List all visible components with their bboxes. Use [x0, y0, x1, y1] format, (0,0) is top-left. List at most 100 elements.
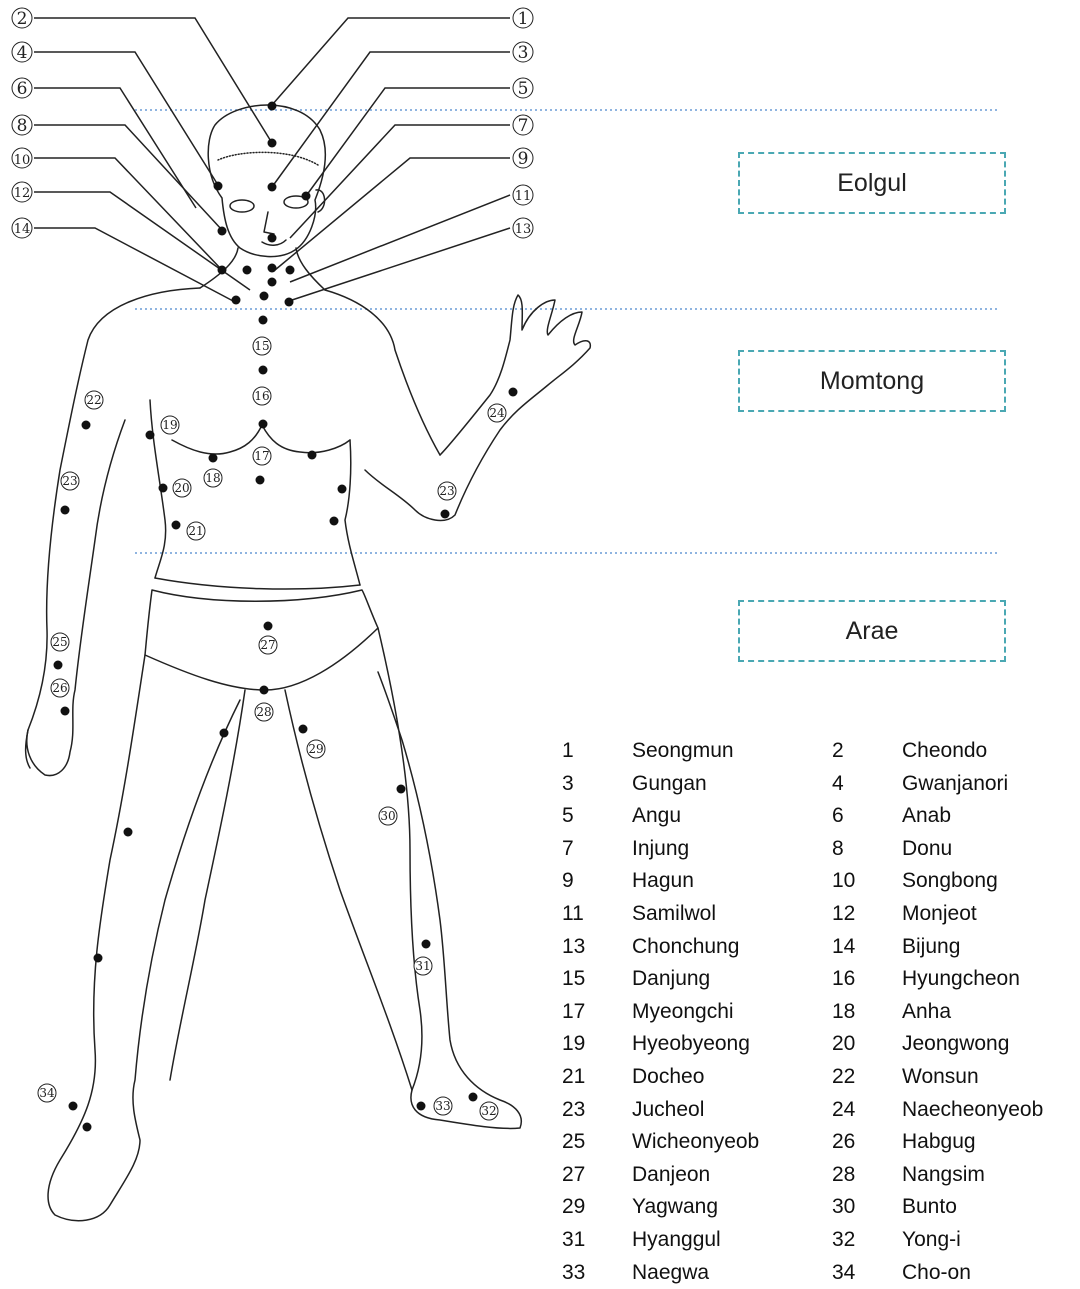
point-19	[146, 431, 155, 440]
legend-name: Hyungcheon	[902, 963, 1074, 996]
svg-text:11: 11	[515, 189, 532, 204]
legend-name: Jeongwong	[902, 1028, 1074, 1061]
label-17: 17	[253, 447, 271, 465]
point-7	[268, 234, 277, 243]
legend-number: 17	[562, 996, 632, 1029]
svg-text:16: 16	[254, 389, 269, 403]
legend-number: 8	[832, 833, 902, 866]
point-14b	[285, 298, 294, 307]
inner-leg-left	[170, 690, 245, 1080]
legend-number: 20	[832, 1028, 902, 1061]
zone-label-arae: Arae	[738, 600, 1006, 662]
legend-name: Naecheonyeob	[902, 1094, 1074, 1127]
svg-text:13: 13	[515, 222, 532, 237]
svg-text:6: 6	[17, 79, 28, 99]
legend-name: Habgug	[902, 1126, 1074, 1159]
head-outline	[208, 105, 325, 257]
point-10	[218, 266, 227, 275]
legend-number: 29	[562, 1191, 632, 1224]
svg-text:4: 4	[17, 43, 28, 63]
legend-name: Yong-i	[902, 1224, 1074, 1257]
label-21: 21	[187, 522, 205, 540]
label-24: 24	[488, 404, 506, 422]
legend-number: 16	[832, 963, 902, 996]
point-20b	[338, 485, 347, 494]
zone-label-momtong: Momtong	[738, 350, 1006, 412]
point-26	[61, 707, 70, 716]
point-18b	[308, 451, 317, 460]
legend-name: Danjeon	[632, 1159, 832, 1192]
label-31: 31	[414, 957, 432, 975]
waistband	[155, 578, 360, 589]
legend-name: Hagun	[632, 865, 832, 898]
point-11	[286, 266, 295, 275]
point-21b	[330, 517, 339, 526]
point-30b	[124, 828, 133, 837]
legend-name: Bijung	[902, 931, 1074, 964]
svg-text:28: 28	[256, 705, 271, 719]
legend-number: 27	[562, 1159, 632, 1192]
svg-text:23: 23	[62, 474, 77, 488]
point-29	[299, 725, 308, 734]
label-12: 12	[12, 182, 32, 202]
svg-text:12: 12	[14, 186, 31, 201]
legend-name: Bunto	[902, 1191, 1074, 1224]
point-16	[259, 366, 268, 375]
point-30	[397, 785, 406, 794]
legend-name: Cho-on	[902, 1257, 1074, 1289]
label-27: 27	[259, 636, 277, 654]
svg-text:22: 22	[86, 393, 101, 407]
svg-text:34: 34	[39, 1086, 55, 1100]
svg-text:7: 7	[518, 116, 529, 136]
svg-text:8: 8	[17, 116, 28, 136]
point-25	[54, 661, 63, 670]
point-31	[422, 940, 431, 949]
point-14	[232, 296, 241, 305]
leader-1	[272, 18, 510, 105]
leader-10	[34, 158, 222, 270]
point-23a	[61, 506, 70, 515]
leader-9	[275, 158, 510, 270]
legend-number: 13	[562, 931, 632, 964]
legend-number: 24	[832, 1094, 902, 1127]
legend-number: 26	[832, 1126, 902, 1159]
legend-number: 19	[562, 1028, 632, 1061]
svg-text:23: 23	[439, 484, 454, 498]
legend-number: 18	[832, 996, 902, 1029]
left-eye	[230, 200, 254, 212]
leader-6	[34, 88, 196, 208]
label-15: 15	[253, 337, 271, 355]
inline-labels: 15 16 17 18 19 20 21 22 23 23 24 25 26 2…	[38, 337, 506, 1120]
legend-number: 3	[562, 768, 632, 801]
left-shoulder-arm	[27, 288, 200, 776]
point-17	[259, 420, 268, 429]
svg-text:32: 32	[481, 1104, 496, 1118]
svg-text:25: 25	[52, 635, 67, 649]
point-24	[509, 388, 518, 397]
legend-number: 1	[562, 735, 632, 768]
point-23b	[441, 510, 450, 519]
point-8	[218, 227, 227, 236]
svg-text:17: 17	[254, 449, 269, 463]
leader-7	[290, 125, 510, 238]
legend-number: 7	[562, 833, 632, 866]
legend-name: Docheo	[632, 1061, 832, 1094]
legend-number: 25	[562, 1126, 632, 1159]
legend-name: Gwanjanori	[902, 768, 1074, 801]
label-7: 7	[513, 115, 533, 136]
legend-name: Cheondo	[902, 735, 1074, 768]
legend-number: 15	[562, 963, 632, 996]
point-21	[172, 521, 181, 530]
label-34: 34	[38, 1084, 56, 1102]
label-13: 13	[513, 218, 533, 238]
label-9: 9	[513, 148, 533, 169]
legend-number: 28	[832, 1159, 902, 1192]
neck-right	[296, 248, 325, 290]
legend-name: Angu	[632, 800, 832, 833]
legend-name: Wonsun	[902, 1061, 1074, 1094]
legend-number: 9	[562, 865, 632, 898]
inner-leg-right	[285, 690, 412, 1090]
legend-name: Injung	[632, 833, 832, 866]
leader-8	[34, 125, 222, 230]
label-6: 6	[12, 78, 32, 99]
